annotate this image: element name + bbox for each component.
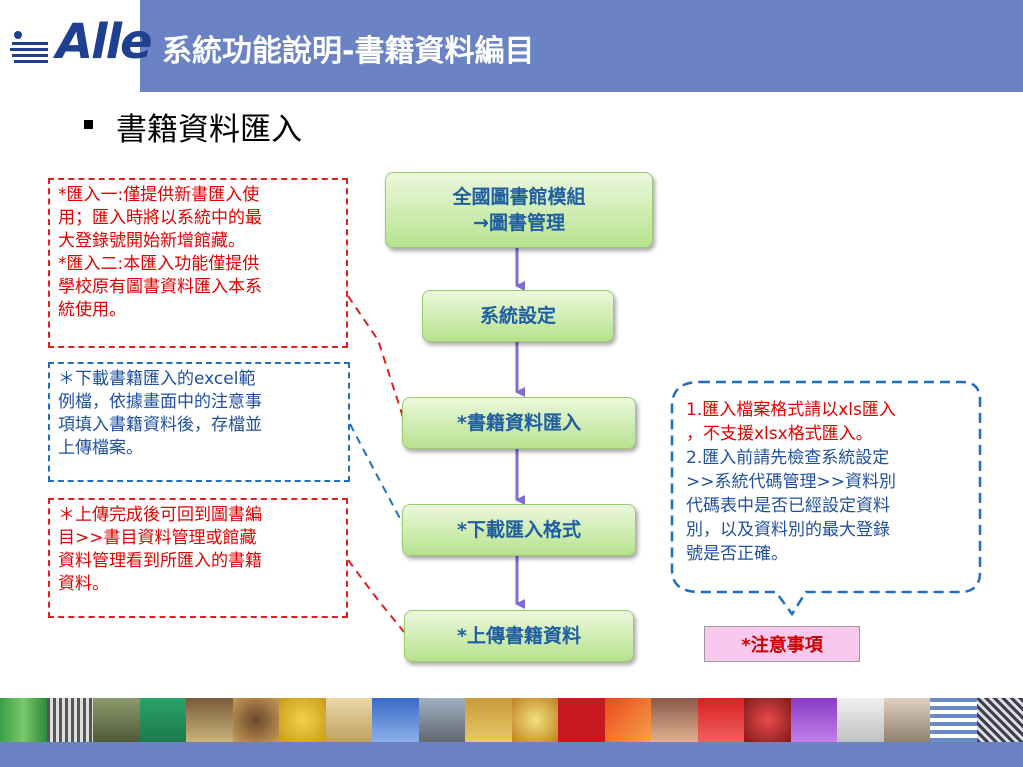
flow-step-label: →圖書管理 — [473, 212, 565, 234]
note-line: 目>>書目資料管理或館藏 — [58, 528, 257, 548]
note-import-rules: *匯入一:僅提供新書匯入使 用；匯入時將以系統中的最 大登錄號開始新增館藏。 *… — [48, 178, 348, 348]
note-connectors — [347, 295, 405, 633]
flow-step-label: 系統設定 — [479, 305, 556, 327]
callout-line: 1.匯入檔案格式請以xls匯入 — [686, 400, 896, 420]
note-line: 例檔，依據畫面中的注意事 — [58, 392, 262, 412]
footer-image-strip — [0, 698, 1023, 742]
flow-step-system-settings: 系統設定 — [422, 290, 614, 342]
note-line: 統使用。 — [58, 300, 126, 320]
flow-step-import: *書籍資料匯入 — [402, 397, 636, 449]
flow-step-module: 全國圖書館模組 →圖書管理 — [385, 172, 653, 248]
flow-step-label: *下載匯入格式 — [457, 519, 581, 541]
flow-step-upload: *上傳書籍資料 — [404, 610, 634, 662]
callout-bubble — [670, 380, 982, 617]
note-line: 資料。 — [58, 574, 109, 594]
callout-line: 代碼表中是否已經設定資料 — [686, 496, 890, 516]
note-line: *匯入一:僅提供新書匯入使 — [58, 185, 260, 205]
callout-line: ，不支援xlsx格式匯入。 — [686, 424, 873, 444]
note-upload-complete: ＊上傳完成後可回到圖書編 目>>書目資料管理或館藏 資料管理看到所匯入的書籍 資… — [48, 498, 348, 618]
note-line: 項填入書籍資料後，存檔並 — [58, 415, 262, 435]
logo: Alle — [0, 0, 153, 92]
header-bar: Alle 系統功能說明-書籍資料編目 — [0, 0, 1023, 92]
flow-step-label: 全國圖書館模組 — [452, 186, 586, 208]
connector-line — [347, 295, 405, 421]
note-line: 用；匯入時將以系統中的最 — [58, 208, 262, 228]
note-download-template: ＊下載書籍匯入的excel範 例檔，依據畫面中的注意事 項填入書籍資料後，存檔並… — [48, 362, 350, 482]
flow-step-label: *書籍資料匯入 — [457, 412, 581, 434]
bullet-icon — [84, 120, 93, 129]
caution-label: *注意事項 — [704, 626, 860, 662]
page-title: 系統功能說明-書籍資料編目 — [162, 34, 535, 69]
note-line: ＊下載書籍匯入的excel範 — [58, 369, 256, 389]
callout-line: 號是否正確。 — [686, 544, 788, 564]
note-line: 資料管理看到所匯入的書籍 — [58, 551, 262, 571]
logo-lines-icon — [10, 31, 48, 63]
note-line: 學校原有圖書資料匯入本系 — [58, 277, 262, 297]
connector-line — [349, 423, 405, 527]
callout-line: >>系統代碼管理>>資料別 — [686, 472, 896, 492]
note-line: 上傳檔案。 — [58, 438, 143, 458]
connector-line — [347, 559, 405, 633]
callout-line: 別，以及資料別的最大登錄 — [686, 520, 890, 540]
footer-bar — [0, 742, 1023, 767]
note-line: ＊上傳完成後可回到圖書編 — [58, 505, 262, 525]
section-heading: 書籍資料匯入 — [116, 112, 302, 148]
note-line: 大登錄號開始新增館藏。 — [58, 231, 245, 251]
flow-step-label: *上傳書籍資料 — [457, 625, 581, 647]
callout-line: 2.匯入前請先檢查系統設定 — [686, 448, 890, 468]
callout-notes: 1.匯入檔案格式請以xls匯入 ，不支援xlsx格式匯入。 2.匯入前請先檢查系… — [686, 398, 966, 566]
logo-text: Alle — [56, 14, 153, 70]
flow-step-download: *下載匯入格式 — [402, 504, 636, 556]
note-line: *匯入二:本匯入功能僅提供 — [58, 254, 260, 274]
